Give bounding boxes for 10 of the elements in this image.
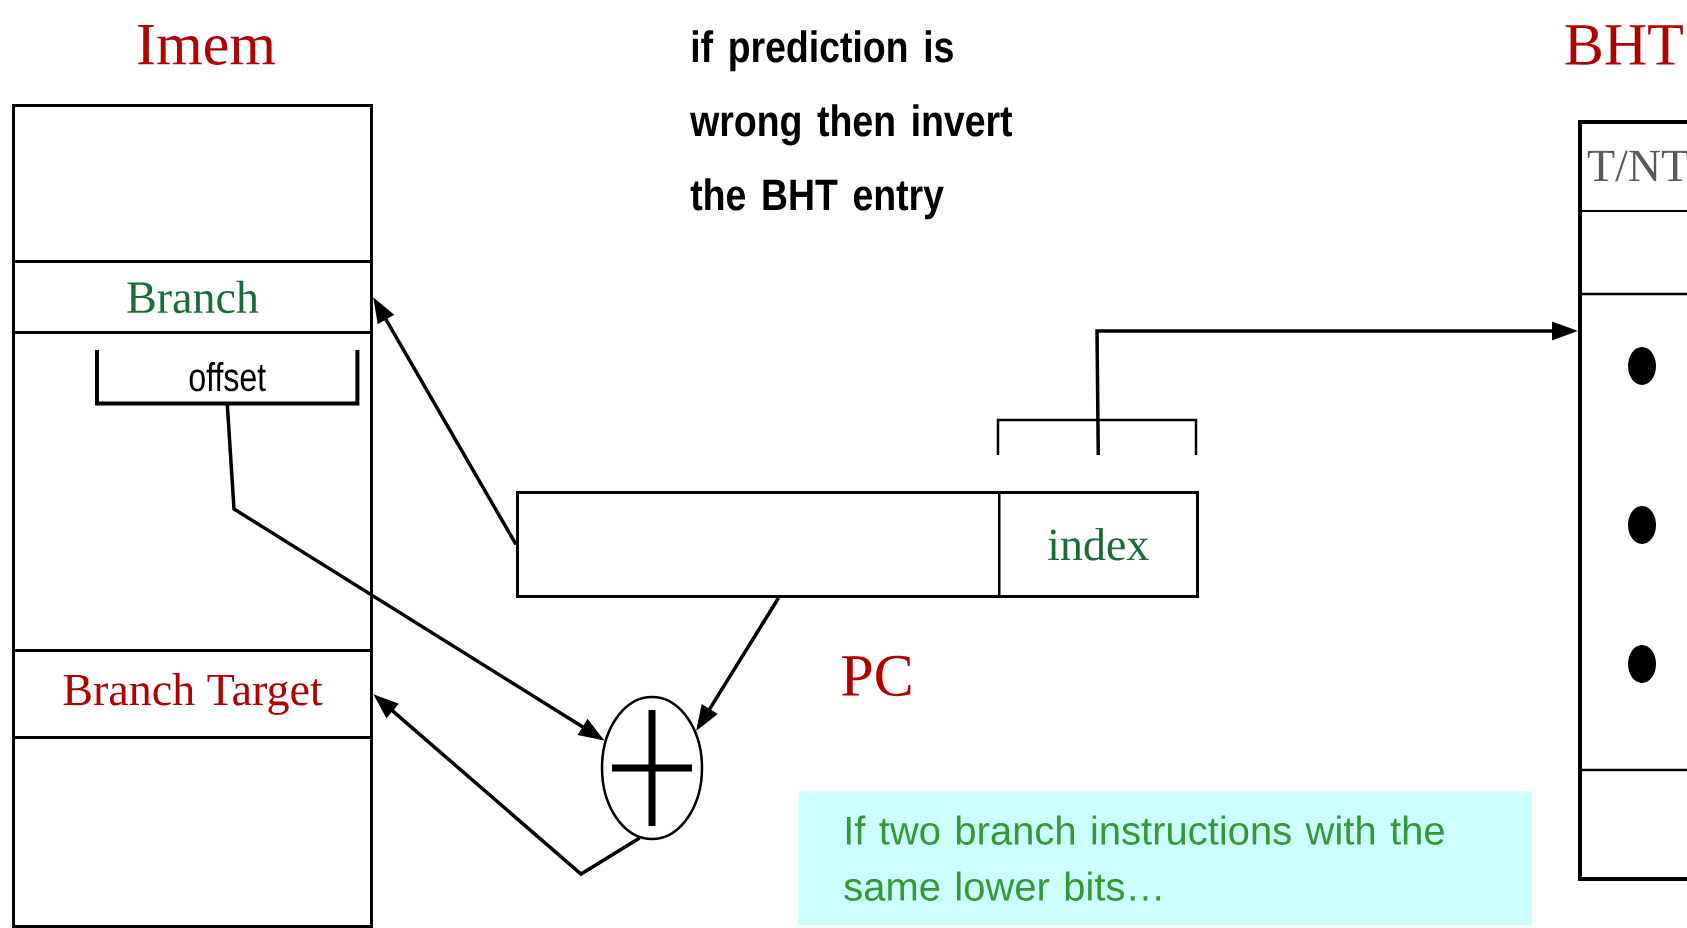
adder-circle (600, 695, 704, 841)
offset-field: offset (95, 350, 360, 406)
memory-row: Branch (12, 260, 373, 334)
annotation-text: if prediction is wrong then invert the BHT entry (690, 30, 1013, 220)
memory-row: Branch Target (12, 649, 373, 739)
node-label: BHT (1565, 25, 1683, 65)
node-label: PC (842, 655, 911, 697)
register-field: index (998, 491, 1199, 598)
node-label: Imem (138, 25, 276, 65)
note-box: If two branch instructions with the same lower bits… (798, 791, 1533, 926)
